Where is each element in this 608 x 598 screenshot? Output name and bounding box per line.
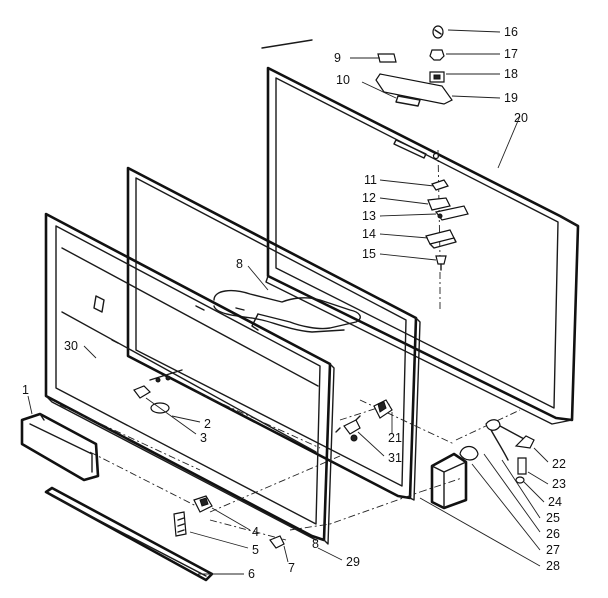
heater-wire bbox=[213, 289, 361, 333]
part-28-bracket bbox=[430, 452, 468, 510]
assembly-centerlines bbox=[59, 149, 521, 541]
part-31-pin bbox=[343, 419, 361, 435]
latch-parts bbox=[173, 495, 213, 537]
part-15-screw bbox=[435, 255, 447, 265]
callout-20: 20 bbox=[514, 111, 528, 125]
callout-18: 18 bbox=[504, 67, 518, 81]
callout-5: 5 bbox=[252, 543, 259, 557]
callout-27: 27 bbox=[546, 543, 560, 557]
callout-1: 1 bbox=[22, 383, 29, 397]
inner-door-liner bbox=[44, 212, 335, 545]
callout-4: 4 bbox=[252, 525, 259, 539]
callout-30: 30 bbox=[64, 339, 78, 353]
part-14-bracket bbox=[425, 229, 455, 245]
callout-23: 23 bbox=[552, 477, 566, 491]
upper-hinge-assembly bbox=[375, 25, 453, 107]
part-25-hinge bbox=[485, 419, 501, 431]
part-12-plate bbox=[427, 197, 451, 211]
part-19-hinge-bracket bbox=[375, 73, 453, 105]
center-hinge-parts bbox=[335, 399, 393, 442]
callout-8-bottom: 8 bbox=[312, 537, 319, 551]
lower-hinge-parts bbox=[459, 419, 527, 461]
callout-6: 6 bbox=[248, 567, 255, 581]
callout-2: 2 bbox=[204, 417, 211, 431]
callout-26: 26 bbox=[546, 527, 560, 541]
callout-labels: 16 17 18 19 20 9 10 11 12 13 14 15 8 30 … bbox=[22, 25, 566, 581]
callout-10: 10 bbox=[336, 73, 350, 87]
callout-15: 15 bbox=[362, 247, 376, 261]
callout-13: 13 bbox=[362, 209, 376, 223]
callout-25: 25 bbox=[546, 511, 560, 525]
door-gasket-frame bbox=[126, 166, 421, 501]
callout-11: 11 bbox=[364, 173, 377, 187]
callout-22: 22 bbox=[552, 457, 566, 471]
callout-29: 29 bbox=[346, 555, 360, 569]
callout-16: 16 bbox=[504, 25, 518, 39]
callout-17: 17 bbox=[504, 47, 518, 61]
door-handle bbox=[20, 412, 100, 482]
part-27-hinge-pin bbox=[459, 445, 479, 461]
part-1-handle bbox=[20, 412, 100, 482]
callout-3: 3 bbox=[200, 431, 207, 445]
handle-mount-parts bbox=[133, 369, 183, 414]
callout-31: 31 bbox=[388, 451, 402, 465]
callout-19: 19 bbox=[504, 91, 518, 105]
part-22-cover bbox=[514, 435, 535, 449]
lower-hinge-assembly bbox=[425, 179, 469, 271]
part-17-bushing bbox=[429, 49, 445, 61]
outer-door-panel bbox=[265, 66, 580, 425]
callout-9: 9 bbox=[334, 51, 341, 65]
callout-14: 14 bbox=[362, 227, 376, 241]
lower-hinge-box bbox=[430, 452, 468, 510]
part-7-screw bbox=[269, 535, 285, 549]
stray-stroke bbox=[261, 39, 313, 49]
part-11-clip bbox=[431, 179, 449, 191]
part-9-shim bbox=[377, 53, 397, 63]
callout-21: 21 bbox=[388, 431, 402, 445]
callout-7: 7 bbox=[288, 561, 295, 575]
part-24-washer bbox=[515, 476, 525, 484]
callout-24: 24 bbox=[548, 495, 562, 509]
part-23-spacer bbox=[517, 457, 527, 475]
part-3-spacer bbox=[133, 385, 151, 399]
leader-lines bbox=[27, 29, 549, 575]
callout-12: 12 bbox=[362, 191, 376, 205]
callout-8-top: 8 bbox=[236, 257, 243, 271]
right-hinge-parts bbox=[514, 435, 535, 484]
callout-28: 28 bbox=[546, 559, 560, 573]
